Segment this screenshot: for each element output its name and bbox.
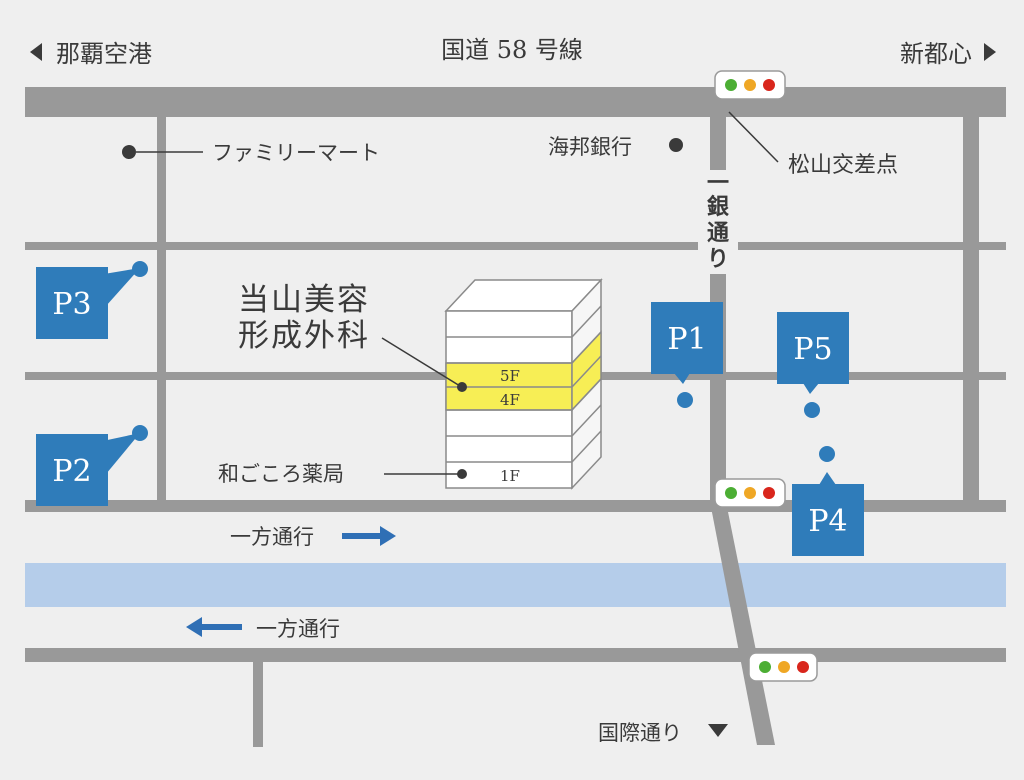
right-direction-label: 新都心 <box>900 40 972 68</box>
one-way-upper-label: 一方通行 <box>230 525 314 549</box>
parking-p1-label: P1 <box>667 322 706 357</box>
parking-p3-callout: P3 <box>36 261 148 339</box>
one-way-right-arrow-icon <box>342 526 396 546</box>
road-horizontal-1 <box>25 242 1006 250</box>
clinic-leader-line <box>381 337 461 387</box>
route-name-label: 国道 58 号線 <box>441 36 583 64</box>
familymart-label: ファミリーマート <box>212 141 380 165</box>
clinic-name-line2: 形成外科 <box>238 318 370 354</box>
parking-p5-callout: P5 <box>777 312 849 418</box>
road-route-58 <box>25 87 1006 117</box>
traffic-signal-icon <box>714 70 786 100</box>
traffic-signal-icon <box>748 652 818 682</box>
floor-5f-label: 5F <box>500 367 520 385</box>
floor-4f-label: 4F <box>500 391 520 409</box>
parking-p2-callout: P2 <box>36 425 148 506</box>
left-direction-label: 那覇空港 <box>56 40 152 68</box>
pharmacy-marker-icon <box>457 469 467 479</box>
left-arrow-icon <box>30 43 42 61</box>
bottom-street-label: 国際通り <box>598 721 682 745</box>
one-way-left-arrow-icon <box>186 617 242 637</box>
road-ichigin-lower <box>710 502 775 745</box>
one-way-lower-label: 一方通行 <box>256 617 340 641</box>
road-vertical-left <box>157 117 166 500</box>
parking-p1-callout: P1 <box>651 302 723 408</box>
right-arrow-icon <box>984 43 996 61</box>
intersection-leader-line <box>728 111 779 163</box>
parking-p5-label: P5 <box>793 332 832 367</box>
parking-p2-label: P2 <box>52 454 91 489</box>
parking-p2-marker-icon <box>132 425 148 441</box>
svg-text:り: り <box>707 246 729 272</box>
ichigin-dori-label: 一 銀 通 り <box>698 170 738 274</box>
bank-label: 海邦銀行 <box>548 135 632 159</box>
parking-p5-marker-icon <box>804 402 820 418</box>
clinic-name-line1: 当山美容 <box>238 282 370 318</box>
clinic-building <box>444 278 603 490</box>
parking-p3-label: P3 <box>52 287 91 322</box>
river <box>25 563 1006 607</box>
parking-p4-marker-icon <box>819 446 835 462</box>
traffic-signal-icon <box>714 478 786 508</box>
clinic-marker-icon <box>457 382 467 392</box>
intersection-label: 松山交差点 <box>788 153 898 178</box>
bank-marker-icon <box>669 138 683 152</box>
parking-p4-label: P4 <box>808 504 847 539</box>
svg-text:通: 通 <box>707 220 729 246</box>
floor-1f-label: 1F <box>500 467 520 485</box>
parking-p3-marker-icon <box>132 261 148 277</box>
svg-text:一: 一 <box>707 170 729 196</box>
road-vertical-bottom <box>253 662 263 747</box>
down-arrow-icon <box>708 724 728 737</box>
road-vertical-right <box>963 117 979 500</box>
pharmacy-label: 和ごころ薬局 <box>218 462 344 486</box>
parking-p4-callout: P4 <box>792 446 864 556</box>
parking-p1-marker-icon <box>677 392 693 408</box>
svg-text:銀: 銀 <box>707 194 729 220</box>
familymart-marker-icon <box>122 145 136 159</box>
road-horizontal-4 <box>25 648 1006 662</box>
